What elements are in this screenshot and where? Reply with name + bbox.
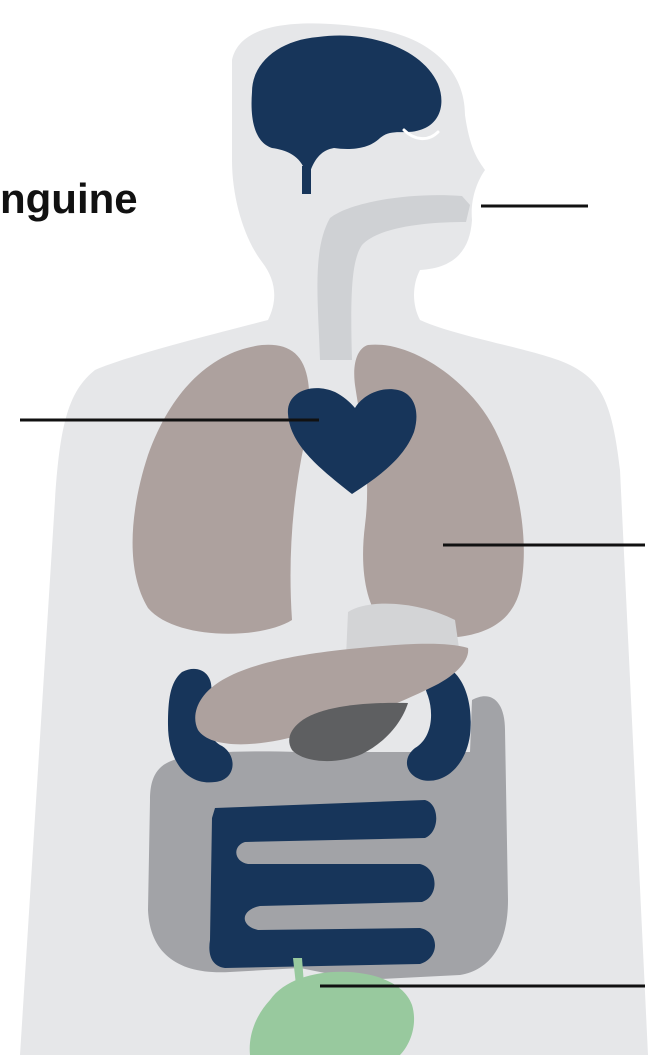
brain-stem xyxy=(302,166,311,194)
page-title: nguine xyxy=(0,178,138,220)
small-intestine-icon xyxy=(209,800,436,968)
